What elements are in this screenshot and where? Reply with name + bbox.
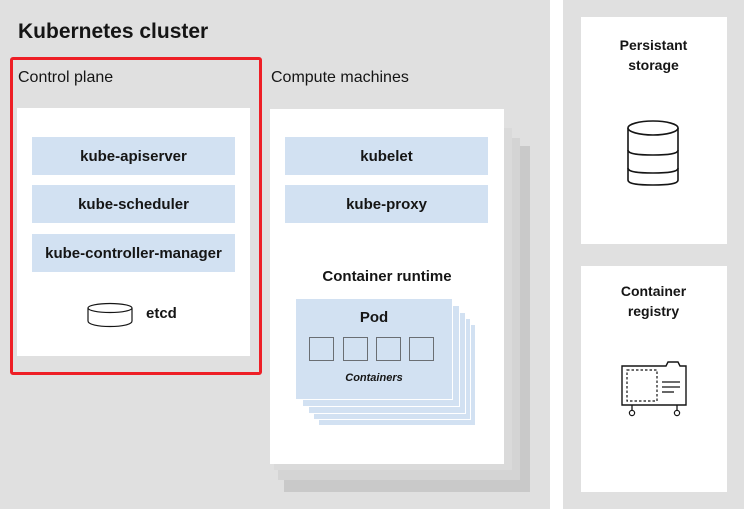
etcd-label: etcd: [146, 305, 177, 322]
container-registry-icon: [621, 361, 687, 417]
container-slot: [343, 337, 368, 361]
control-plane-title: Control plane: [18, 69, 114, 86]
control-plane-highlight: [10, 57, 262, 375]
registry-title: Container registry: [620, 283, 687, 319]
kube-apiserver-box: kube-apiserver: [32, 137, 235, 175]
container-runtime-label: Container runtime: [322, 268, 452, 285]
storage-title: Persistant storage: [619, 37, 688, 73]
container-slot: [376, 337, 401, 361]
database-icon: [627, 120, 679, 186]
kube-scheduler-box: kube-scheduler: [32, 185, 235, 223]
compute-machines-title: Compute machines: [271, 69, 409, 86]
kube-controller-manager-box: kube-controller-manager: [32, 234, 235, 272]
diagram-title: Kubernetes cluster: [18, 20, 209, 43]
container-slot: [409, 337, 434, 361]
etcd-icon: [87, 302, 133, 328]
pod-label: Pod: [359, 309, 389, 326]
container-slot: [309, 337, 334, 361]
containers-label: Containers: [345, 372, 403, 384]
kubelet-box: kubelet: [285, 137, 488, 175]
kube-proxy-box: kube-proxy: [285, 185, 488, 223]
